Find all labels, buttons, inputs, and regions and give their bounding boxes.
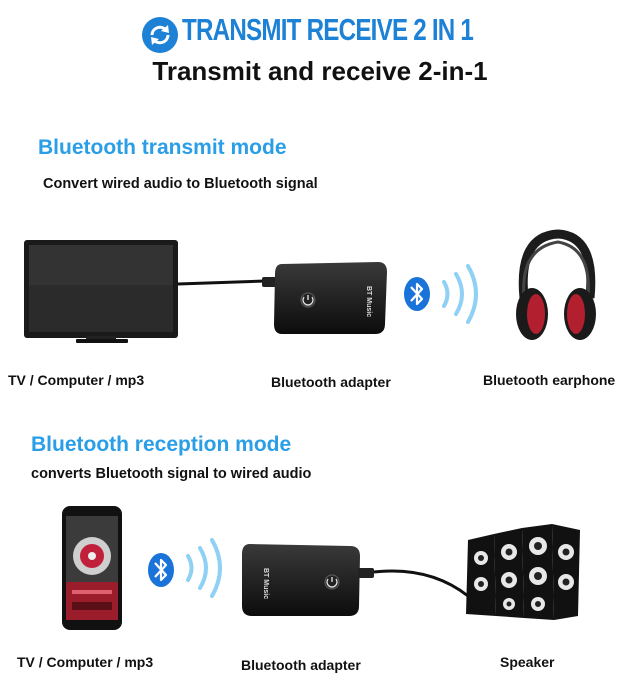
receive-target-label: Speaker: [500, 654, 555, 670]
bluetooth-adapter-device: BT Music: [274, 262, 387, 334]
svg-text:BT Music: BT Music: [365, 286, 372, 317]
refresh-icon: [142, 17, 178, 53]
transmit-target-label: Bluetooth earphone: [483, 372, 616, 388]
receive-source-label: TV / Computer / mp3: [17, 654, 154, 670]
transmit-mode-description: Convert wired audio to Bluetooth signal: [43, 176, 318, 192]
headphones-illustration: [516, 229, 596, 340]
signal-waves-icon: [186, 538, 222, 598]
audio-cable: [177, 277, 278, 287]
speaker-illustration: [466, 524, 580, 620]
page-subtitle: Transmit and receive 2-in-1: [152, 56, 488, 86]
bluetooth-icon: [404, 277, 430, 311]
receive-adapter-label: Bluetooth adapter: [241, 657, 361, 673]
phone-illustration: [62, 506, 122, 630]
svg-text:BT Music: BT Music: [262, 568, 269, 599]
transmit-mode-title: Bluetooth transmit mode: [38, 136, 287, 159]
bluetooth-icon: [148, 553, 174, 587]
receive-mode-description: converts Bluetooth signal to wired audio: [31, 466, 312, 482]
transmit-source-label: TV / Computer / mp3: [8, 372, 145, 388]
transmit-adapter-label: Bluetooth adapter: [271, 374, 391, 390]
bluetooth-adapter-device: BT Music: [242, 544, 374, 616]
banner-title: TRANSMIT RECEIVE 2 IN 1: [182, 12, 474, 47]
tv-illustration: [24, 240, 178, 343]
audio-cable: [373, 569, 469, 598]
banner: TRANSMIT RECEIVE 2 IN 1: [0, 6, 640, 53]
receive-mode-title: Bluetooth reception mode: [31, 433, 292, 456]
signal-waves-icon: [442, 264, 478, 324]
